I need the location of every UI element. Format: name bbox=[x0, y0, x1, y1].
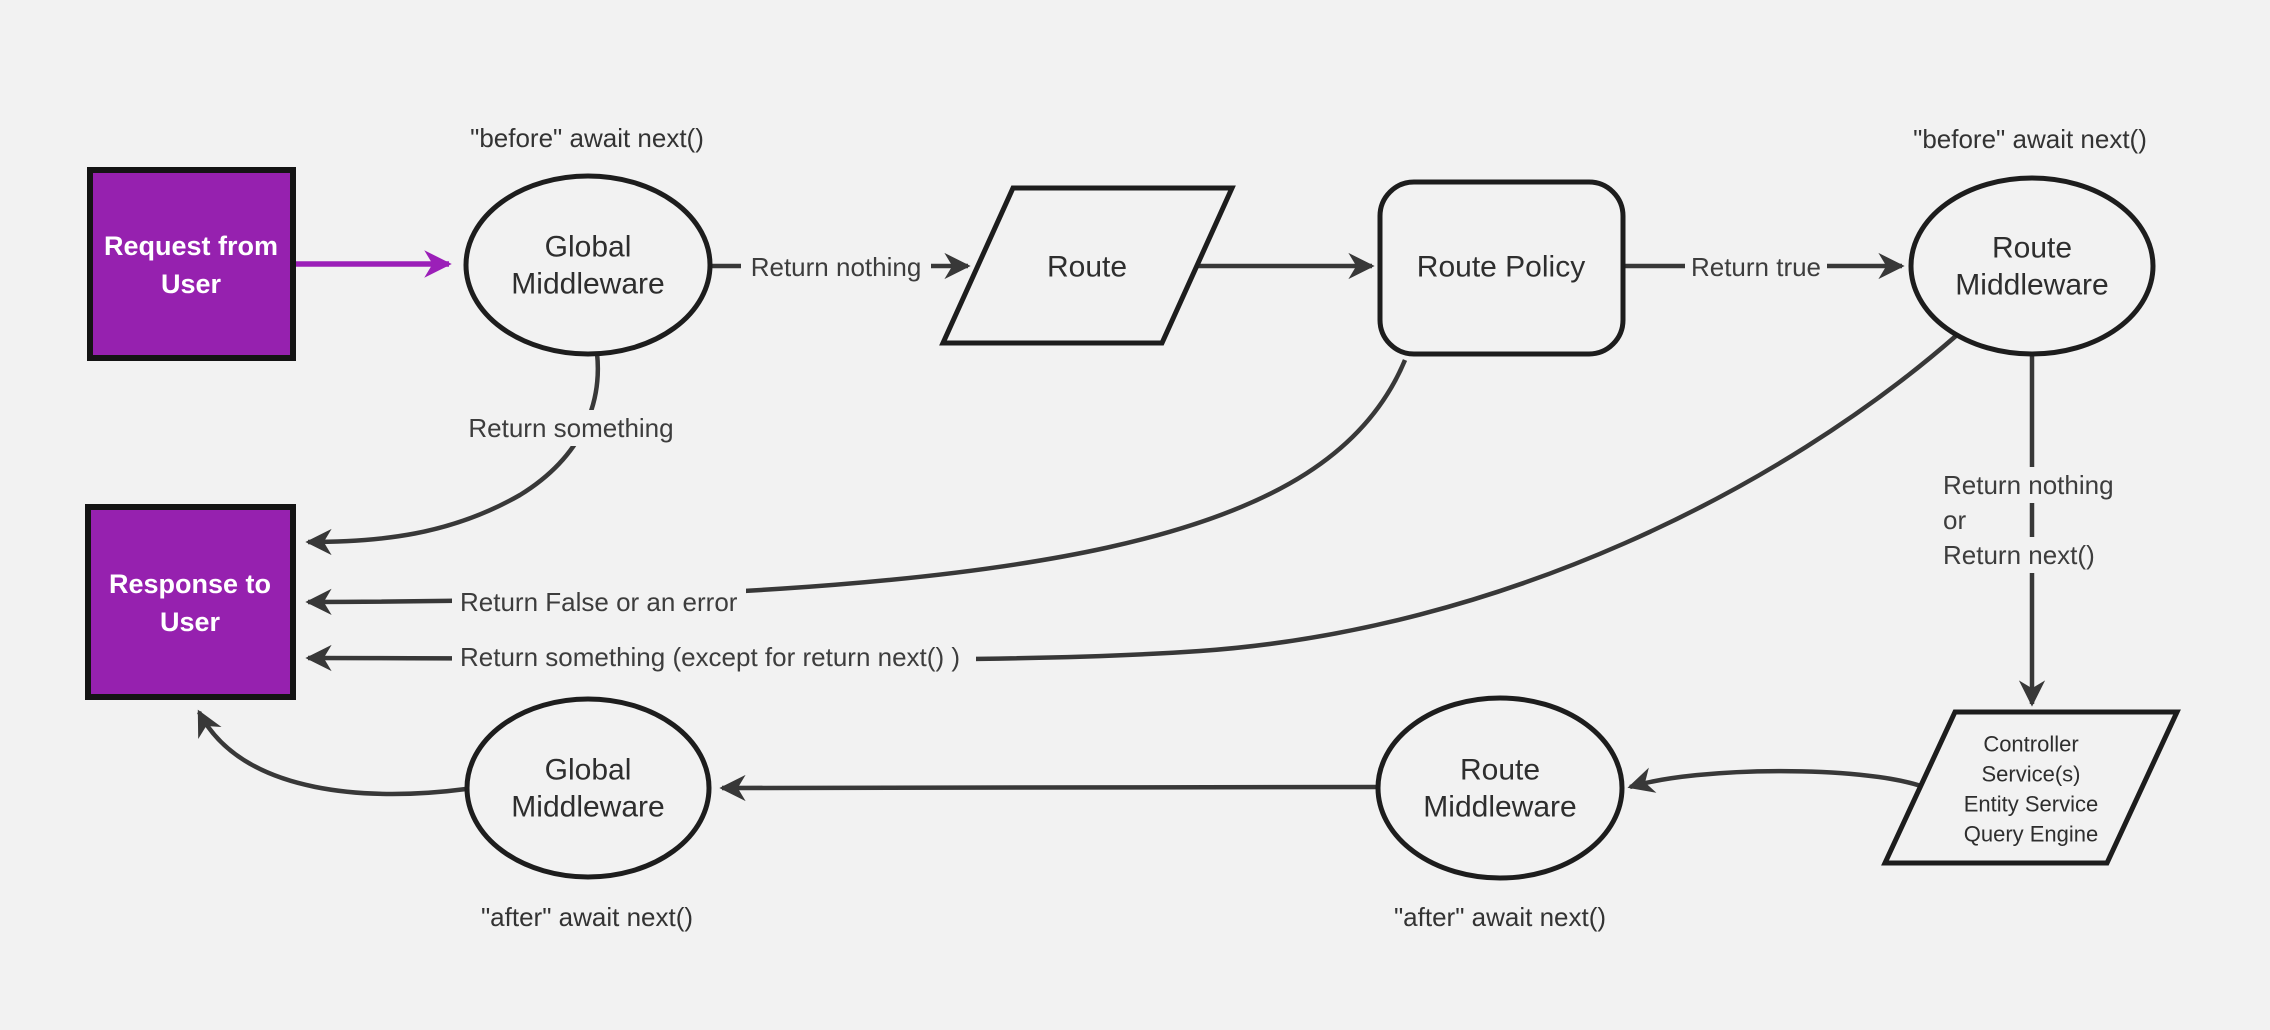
route-middleware-bottom-label-line1: Route bbox=[1460, 754, 1540, 787]
halo-return-something bbox=[467, 410, 675, 446]
route-middleware-bottom-label-line2: Middleware bbox=[1423, 791, 1576, 824]
edge-route-policy-return-false-to-response bbox=[305, 359, 1408, 616]
label-return-nothing: Return nothing bbox=[751, 252, 922, 282]
response-to-user-label-line2: User bbox=[160, 607, 221, 637]
controller-parallelogram bbox=[1881, 709, 2181, 866]
label-after-await-next-left: "after" await next() bbox=[481, 902, 693, 932]
controller-label-line3: Entity Service bbox=[1964, 792, 2099, 817]
controller-label-line1: Controller bbox=[1983, 732, 2078, 757]
node-global-middleware-bottom: Global Middleware bbox=[464, 696, 712, 880]
node-controller-services: Controller Service(s) Entity Service Que… bbox=[1881, 709, 2181, 866]
halo-return-nothing bbox=[741, 249, 931, 285]
label-before-await-next-left: "before" await next() bbox=[470, 123, 704, 153]
node-request-from-user: Request from User bbox=[87, 167, 296, 361]
node-route-middleware-bottom: Route Middleware bbox=[1375, 695, 1625, 881]
edge-label-halos bbox=[452, 249, 2128, 675]
route-middleware-bottom-ellipse bbox=[1375, 695, 1625, 881]
response-to-user-label-line1: Response to bbox=[109, 569, 271, 599]
global-middleware-bottom-label-line2: Middleware bbox=[511, 791, 664, 824]
request-from-user-label-line2: User bbox=[161, 269, 222, 299]
halo-return-something-except bbox=[452, 639, 976, 675]
node-route: Route bbox=[939, 185, 1236, 346]
edge-route-middleware-bottom-to-global-middleware-bottom bbox=[719, 774, 1379, 802]
route-policy-box bbox=[1377, 179, 1626, 357]
label-return-true: Return true bbox=[1691, 252, 1821, 282]
global-middleware-top-label-line2: Middleware bbox=[511, 268, 664, 301]
route-label: Route bbox=[1047, 251, 1127, 284]
halo-return-nothing-or-2 bbox=[1936, 502, 1982, 538]
node-route-policy: Route Policy bbox=[1377, 179, 1626, 357]
global-middleware-top-ellipse bbox=[463, 173, 713, 357]
response-to-user-box bbox=[85, 504, 296, 700]
label-return-nothing-or-line2: or bbox=[1943, 505, 1966, 535]
route-middleware-top-label-line1: Route bbox=[1992, 232, 2072, 265]
global-middleware-top-label-line1: Global bbox=[545, 231, 632, 264]
label-before-await-next-right: "before" await next() bbox=[1913, 124, 2147, 154]
route-parallelogram bbox=[939, 185, 1236, 346]
label-return-something-except: Return something (except for return next… bbox=[460, 642, 960, 672]
request-from-user-label-line1: Request from bbox=[104, 231, 278, 261]
request-from-user-box bbox=[87, 167, 296, 361]
edge-global-middleware-bottom-to-response bbox=[197, 709, 467, 797]
label-after-await-next-right: "after" await next() bbox=[1394, 902, 1606, 932]
halo-return-nothing-or-3 bbox=[1936, 537, 2110, 573]
global-middleware-bottom-label-line1: Global bbox=[545, 754, 632, 787]
global-middleware-bottom-ellipse bbox=[464, 696, 712, 880]
label-return-something: Return something bbox=[468, 413, 673, 443]
edge-labels: "before" await next() "before" await nex… bbox=[460, 123, 2147, 932]
route-middleware-top-ellipse bbox=[1908, 175, 2156, 357]
label-return-false-or-error: Return False or an error bbox=[460, 587, 738, 617]
controller-label-line2: Service(s) bbox=[1981, 762, 2080, 787]
label-return-nothing-or-line3: Return next() bbox=[1943, 540, 2095, 570]
controller-label-line4: Query Engine bbox=[1964, 822, 2099, 847]
route-policy-label: Route Policy bbox=[1417, 251, 1585, 284]
halo-return-nothing-or-1 bbox=[1936, 467, 2128, 503]
halo-return-false bbox=[452, 584, 746, 620]
node-response-to-user: Response to User bbox=[85, 504, 296, 700]
halo-return-true bbox=[1685, 249, 1827, 285]
node-route-middleware-top: Route Middleware bbox=[1908, 175, 2156, 357]
edge-global-middleware-return-something-to-response bbox=[305, 352, 600, 556]
nodes: Request from User Global Middleware Rout… bbox=[85, 167, 2181, 881]
edge-controller-to-route-middleware-bottom bbox=[1627, 767, 1922, 793]
node-global-middleware-top: Global Middleware bbox=[463, 173, 713, 357]
label-return-nothing-or-line1: Return nothing bbox=[1943, 470, 2114, 500]
route-middleware-top-label-line2: Middleware bbox=[1955, 269, 2108, 302]
